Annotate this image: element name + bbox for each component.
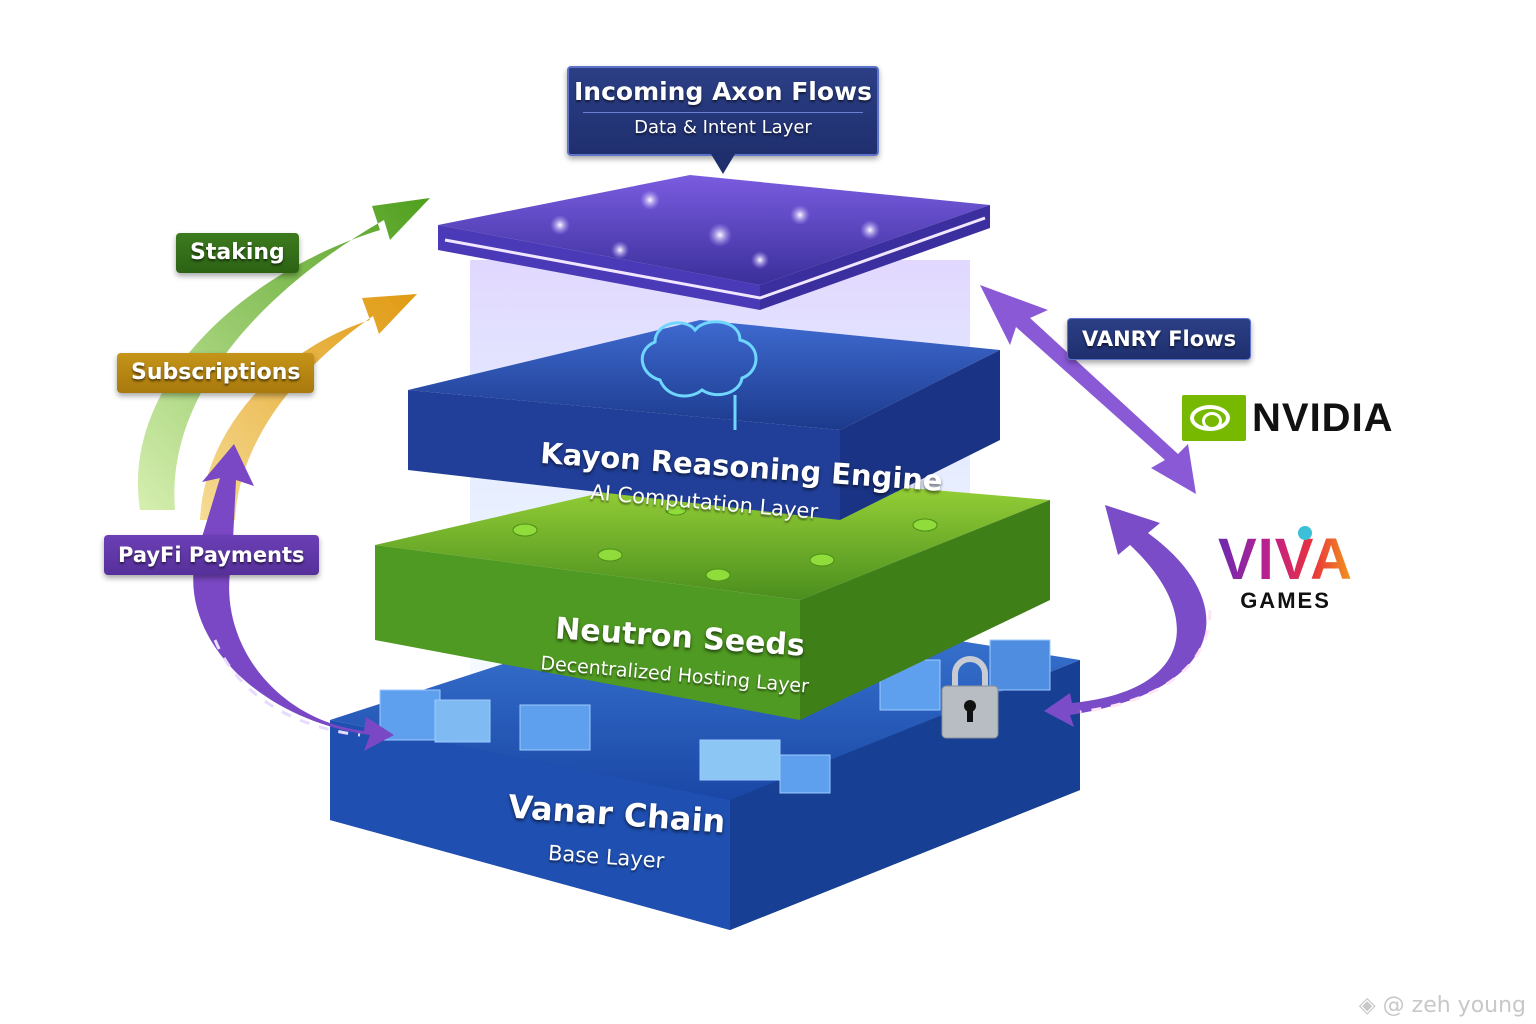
neutron-layer-slab (375, 470, 1050, 720)
vanry-flows-label: VANRY Flows (1067, 318, 1252, 360)
viva-dot-icon (1298, 526, 1312, 540)
server-block (779, 754, 831, 794)
server-block (989, 639, 1051, 691)
axon-flows-callout: Incoming Axon Flows Data & Intent Layer (567, 66, 879, 174)
kayon-layer-slab (408, 320, 1000, 520)
staking-label: Staking (176, 233, 299, 273)
viva-games-logo: VIVA GAMES (1218, 526, 1354, 614)
subscriptions-label: Subscriptions (117, 353, 315, 393)
network-nodes (550, 190, 880, 269)
sprout-icon (512, 504, 938, 582)
binance-diamond-icon: ◈ (1358, 993, 1383, 1018)
nvidia-wordmark: NVIDIA (1252, 395, 1394, 440)
padlock-icon (941, 656, 999, 739)
vanry-arrow-lower (1044, 505, 1207, 727)
callout-divider (583, 112, 863, 113)
callout-subtitle: Data & Intent Layer (634, 117, 812, 138)
payfi-arrow (193, 444, 394, 751)
nvidia-eye-icon (1182, 395, 1246, 441)
callout-title: Incoming Axon Flows (573, 77, 873, 106)
payfi-payments-label: PayFi Payments (104, 535, 319, 575)
watermark-text: @ zeh young (1382, 993, 1526, 1018)
brain-icon (640, 320, 758, 430)
payfi-dashes (213, 639, 361, 737)
viva-tagline: GAMES (1240, 588, 1331, 613)
nvidia-logo: NVIDIA (1182, 395, 1394, 441)
server-block (434, 699, 491, 743)
server-block (699, 739, 781, 781)
vanry-arrow-upper (980, 285, 1196, 494)
server-block (519, 704, 591, 751)
viva-wordmark: VIVA (1218, 527, 1354, 592)
watermark: ◈ @ zeh young (1359, 993, 1526, 1018)
